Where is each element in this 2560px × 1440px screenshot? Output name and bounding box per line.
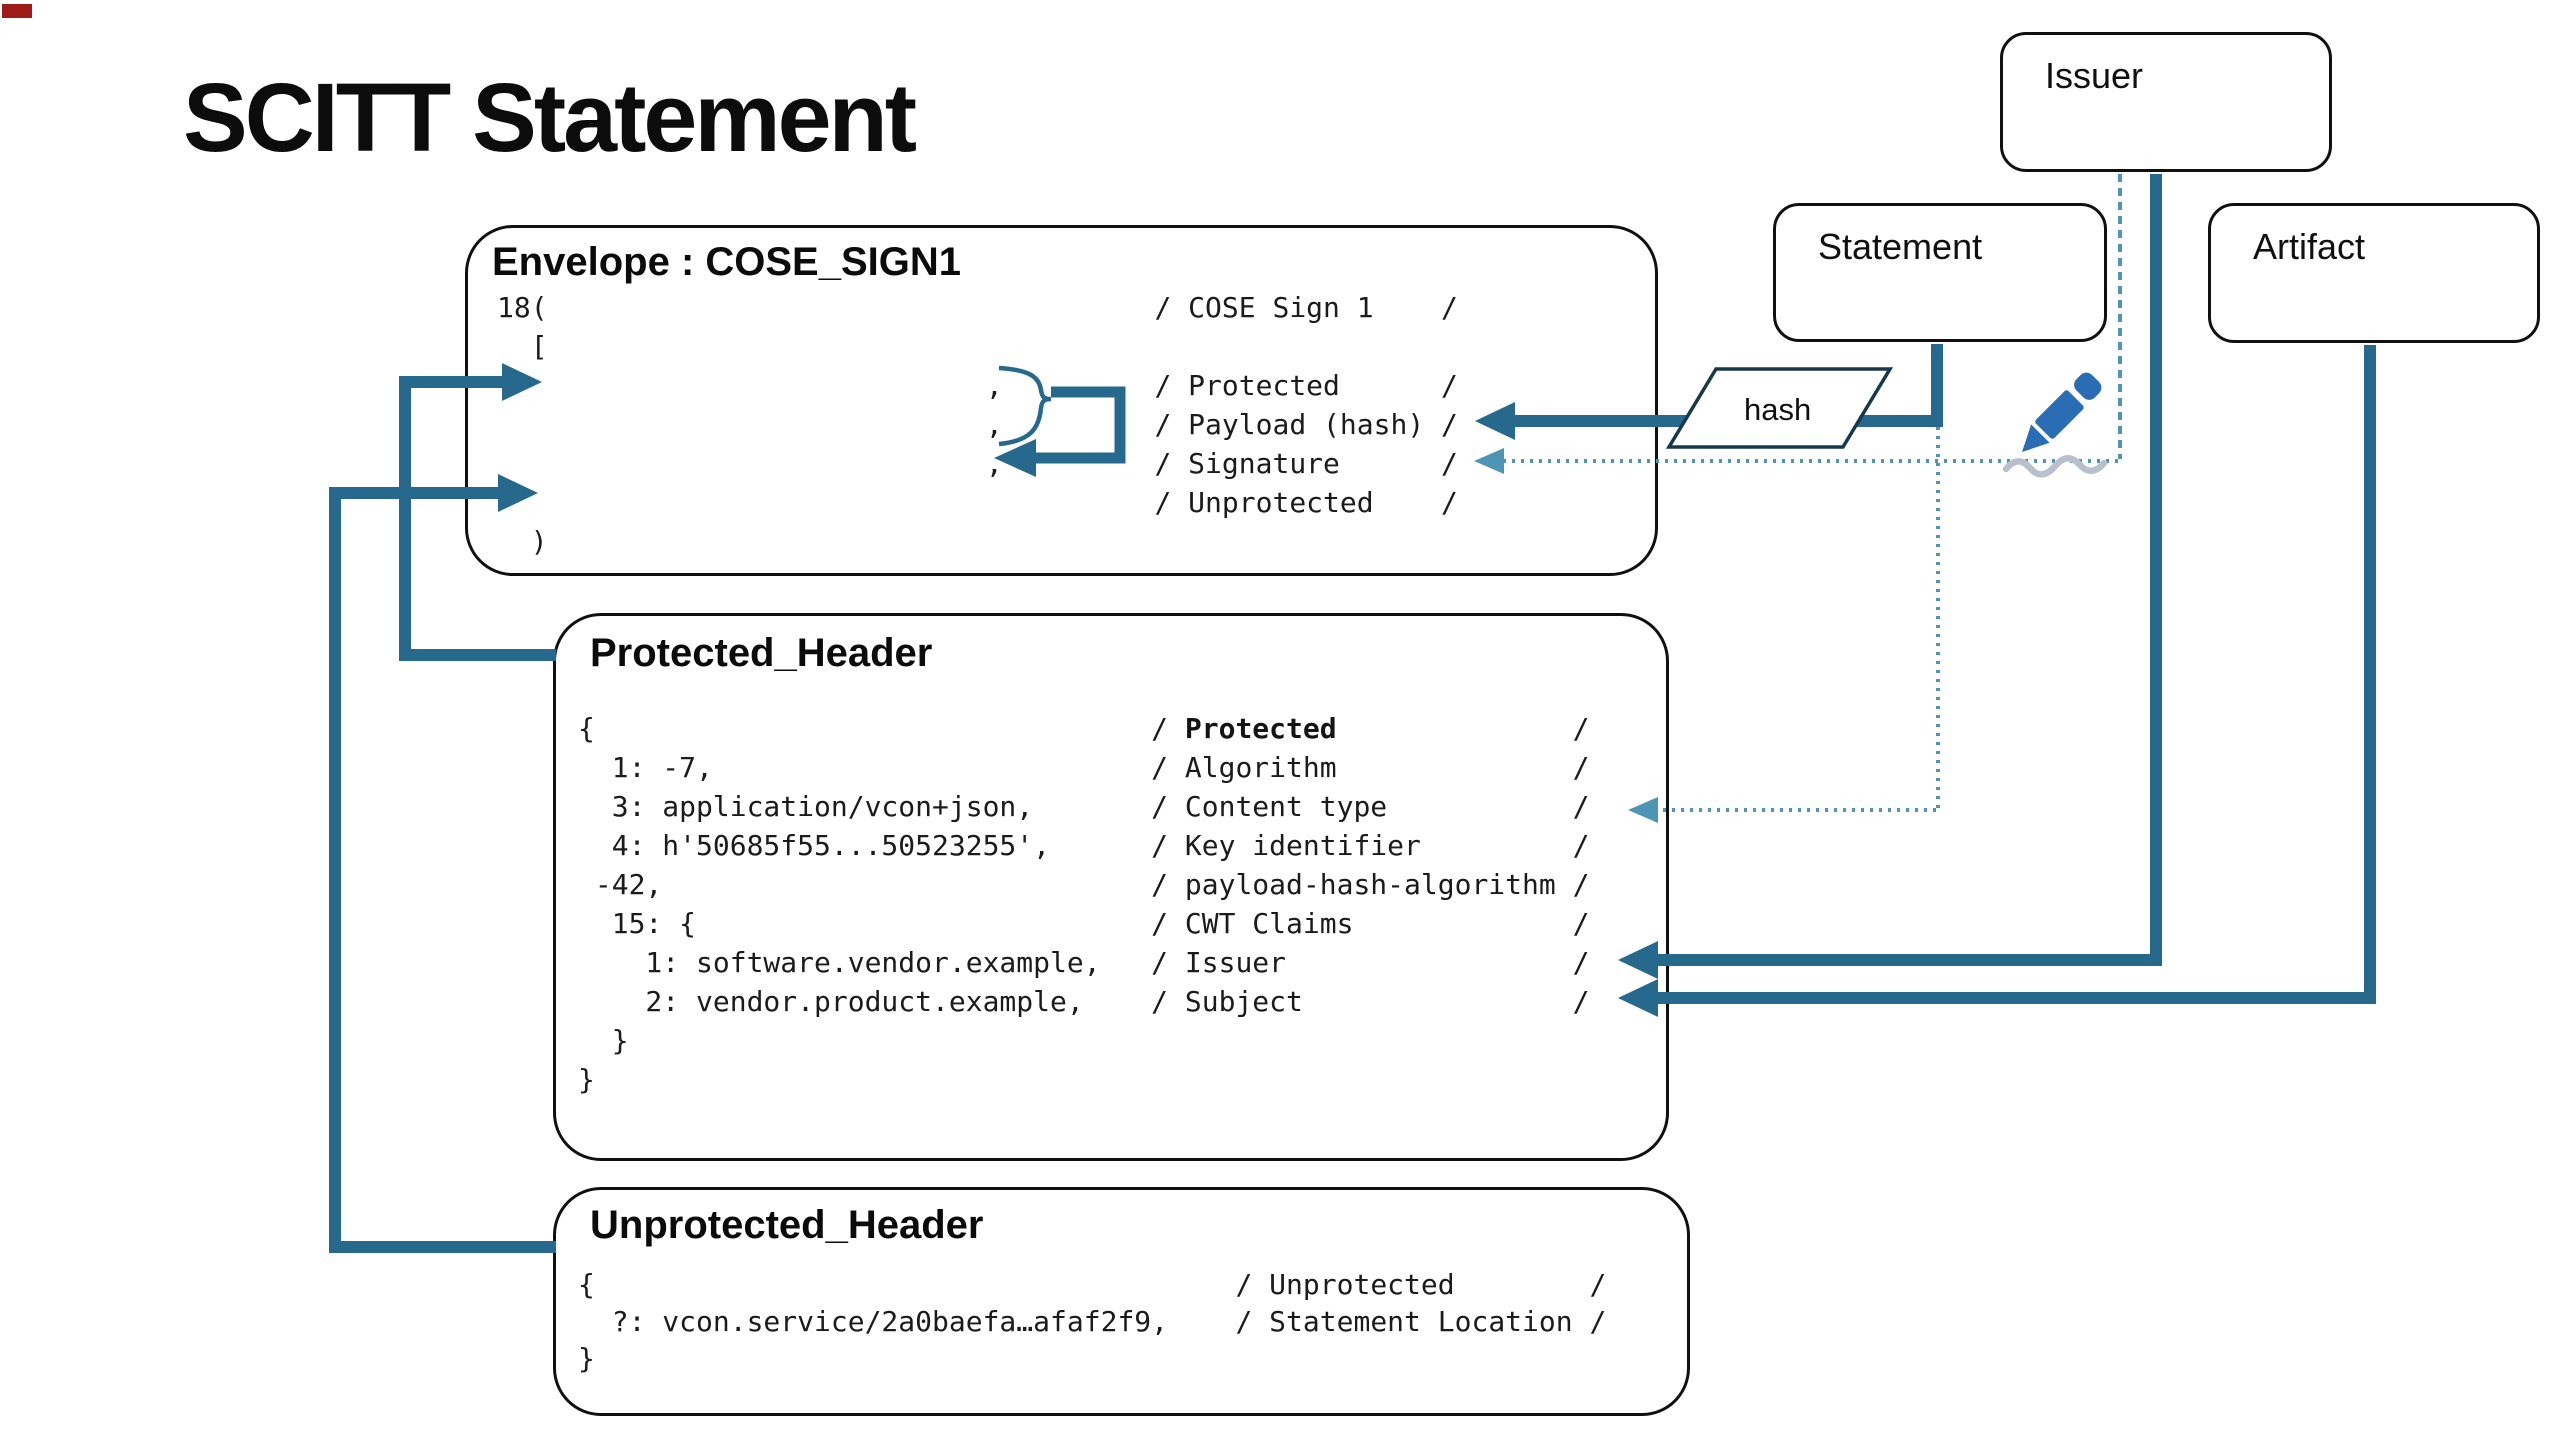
artifact-to-subject-claim-connector [1655,345,2376,1004]
signature-squiggle [2002,455,2108,478]
unprotected-header-box [553,1187,1690,1416]
issuer-node: Issuer [2000,32,2332,172]
pencil-icon [2022,372,2102,452]
protected-header-box [553,613,1669,1161]
page-title: SCITT Statement [183,63,917,172]
unprotected-header-code-block: { / Unprotected / ?: vcon.service/2a0bae… [578,1268,1607,1375]
statement-node-label: Statement [1818,226,1983,267]
unprotected-header-to-envelope-connector [329,487,556,1253]
corner-artifact [2,4,32,18]
hash-label: hash [1744,392,1811,427]
envelope-box-title: Envelope : COSE_SIGN1 [492,240,962,284]
artifact-node: Artifact [2208,203,2540,343]
protected-header-title: Protected_Header [590,631,933,675]
protected-header-code-block: { / Protected / 1: -7, / Algorithm / 3: … [578,712,1590,1096]
issuer-node-label: Issuer [2045,55,2144,96]
statement-node: Statement [1773,203,2107,342]
envelope-code-block: 18( / COSE Sign 1 / [ , / Protected / , … [497,291,1458,558]
unprotected-header-title: Unprotected_Header [590,1203,984,1247]
artifact-node-label: Artifact [2253,226,2366,267]
hash-parallelogram [1665,367,1894,449]
